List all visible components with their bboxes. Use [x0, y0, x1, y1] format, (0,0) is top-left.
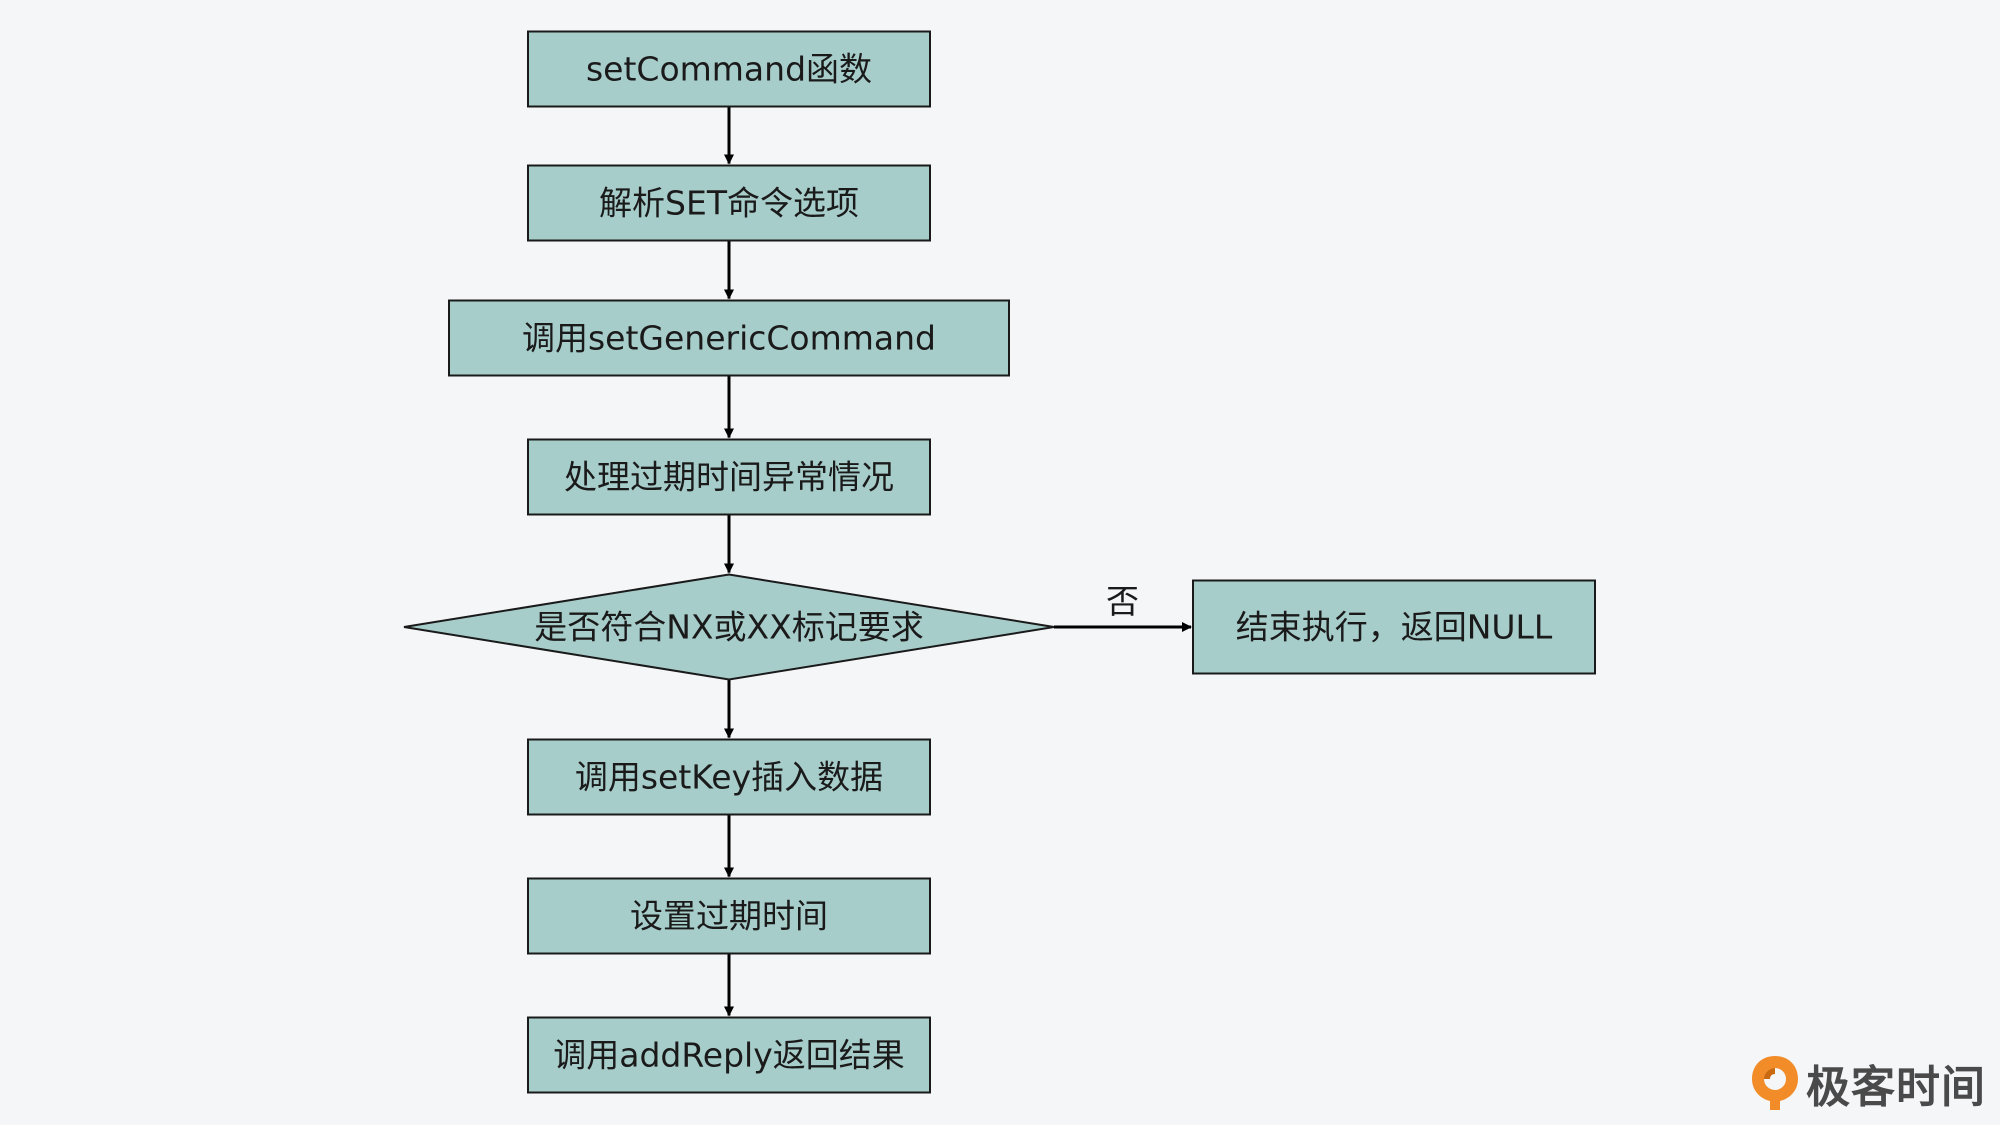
process-node: setCommand函数 — [527, 30, 931, 108]
process-node: 调用addReply返回结果 — [527, 1016, 931, 1094]
node-label: 调用addReply返回结果 — [553, 1036, 905, 1075]
node-label: setCommand函数 — [586, 50, 872, 89]
edges-layer: 否 — [724, 106, 1192, 1017]
nodes-layer: setCommand函数解析SET命令选项调用setGenericCommand… — [403, 30, 1596, 1094]
process-box — [527, 164, 931, 242]
decision-diamond — [403, 573, 1055, 681]
process-box — [527, 30, 931, 108]
process-box — [527, 1016, 931, 1094]
node-label: 解析SET命令选项 — [599, 184, 859, 223]
node-label: 处理过期时间异常情况 — [564, 458, 894, 497]
node-label: 设置过期时间 — [630, 897, 828, 936]
geektime-logo-icon — [1752, 1056, 1798, 1110]
process-node: 调用setKey插入数据 — [527, 738, 931, 816]
edge-label: 否 — [1106, 582, 1139, 621]
process-box — [527, 738, 931, 816]
node-label: 调用setGenericCommand — [522, 319, 936, 358]
process-node: 设置过期时间 — [527, 877, 931, 955]
node-label: 结束执行，返回NULL — [1236, 608, 1553, 647]
decision-node: 是否符合NX或XX标记要求 — [403, 573, 1055, 681]
process-box — [448, 299, 1010, 377]
logo-text: 极客时间 — [1806, 1062, 1986, 1113]
node-label: 调用setKey插入数据 — [575, 758, 883, 797]
process-node: 处理过期时间异常情况 — [527, 438, 931, 516]
process-box — [527, 438, 931, 516]
logo: 极客时间 — [1748, 1051, 1986, 1115]
process-box — [1192, 579, 1596, 675]
process-box — [527, 877, 931, 955]
process-node: 解析SET命令选项 — [527, 164, 931, 242]
process-node: 结束执行，返回NULL — [1192, 579, 1596, 675]
process-node: 调用setGenericCommand — [448, 299, 1010, 377]
node-label: 是否符合NX或XX标记要求 — [534, 608, 924, 647]
